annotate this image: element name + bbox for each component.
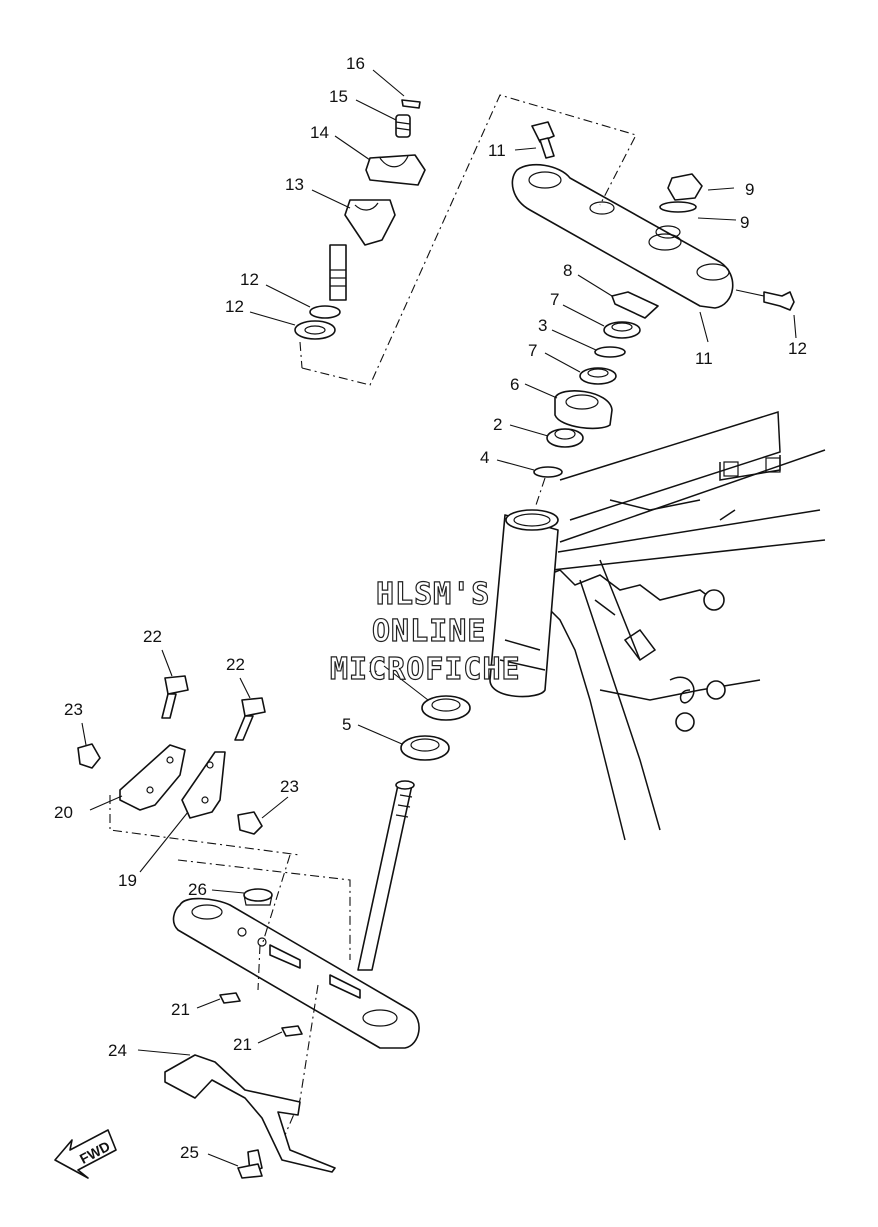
watermark-line-2: ONLINE	[372, 614, 486, 649]
callout-22-right: 22	[226, 655, 245, 674]
watermark-line-1: HLSM'S	[376, 577, 490, 612]
callout-25: 25	[180, 1143, 199, 1162]
callout-8: 8	[563, 261, 572, 280]
callout-7-upper: 7	[550, 290, 559, 309]
callout-12-right: 12	[788, 339, 807, 358]
callout-3: 3	[538, 316, 547, 335]
watermark: HLSM'S ONLINE MICROFICHE	[329, 576, 521, 687]
callout-20: 20	[54, 803, 73, 822]
cable-guide-brackets	[77, 675, 266, 835]
steering-head-stack	[400, 121, 795, 761]
callout-5: 5	[342, 715, 351, 734]
callout-2: 2	[493, 415, 502, 434]
callout-6: 6	[510, 375, 519, 394]
watermark-line-3: MICROFICHE	[330, 652, 521, 687]
callout-24: 24	[108, 1041, 127, 1060]
lower-guard	[164, 1054, 336, 1179]
callout-21-right: 21	[233, 1035, 252, 1054]
callout-13: 12	[225, 297, 244, 316]
callout-12-top: 11	[488, 141, 506, 160]
callout-11: 11	[695, 349, 713, 368]
callout-10: 9	[740, 213, 749, 232]
handlebar-holder-group	[294, 94, 637, 386]
callout-9: 9	[745, 180, 754, 199]
callout-18: 16	[346, 54, 365, 73]
callout-15: 13	[285, 175, 304, 194]
callout-leaders	[81, 69, 797, 1167]
upper-bracket	[511, 163, 734, 309]
callout-14: 12	[240, 270, 259, 289]
callout-labels: 16 15 14 13 12 12 11 9 9 12 11 8 7 3 7 6…	[54, 54, 807, 1162]
callout-7-lower: 7	[528, 341, 537, 360]
under-bracket	[109, 780, 420, 1136]
fwd-arrow-icon: FWD	[54, 1129, 117, 1179]
callout-4: 4	[480, 448, 489, 467]
callout-22-left: 22	[143, 627, 162, 646]
callout-16: 14	[310, 123, 329, 142]
callout-23-right: 23	[280, 777, 299, 796]
callout-26: 26	[188, 880, 207, 899]
callout-23-left: 23	[64, 700, 83, 719]
callout-1: 1	[368, 657, 377, 676]
motorcycle-frame	[489, 410, 826, 841]
callout-17: 15	[329, 87, 348, 106]
callout-21-left: 21	[171, 1000, 190, 1019]
callout-19: 19	[118, 871, 137, 890]
